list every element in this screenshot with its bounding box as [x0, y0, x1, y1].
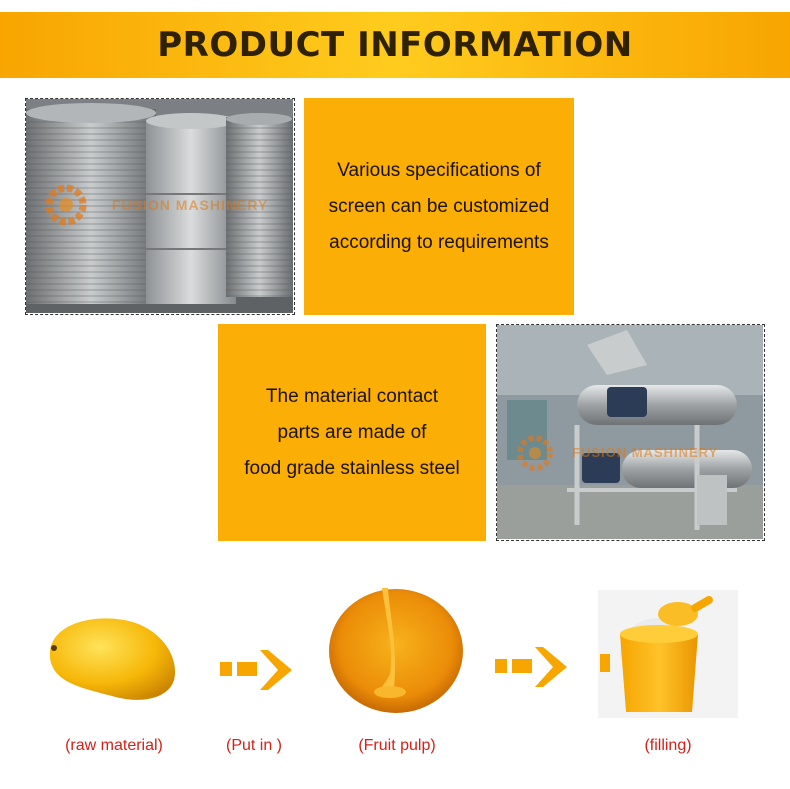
pulping-machine-photo: [496, 324, 765, 541]
feature-box-screens: Various specifications of screen can be …: [304, 98, 574, 315]
feature-text: The material contact parts are made of f…: [244, 379, 459, 487]
right-arrow-icon: [495, 645, 570, 689]
feature-line: according to requirements: [329, 231, 549, 253]
fruit-pulp-image: [328, 588, 464, 714]
feature-text: Various specifications of screen can be …: [329, 153, 550, 261]
mango-image: [42, 612, 182, 704]
feature-box-material: The material contact parts are made of f…: [218, 324, 486, 541]
feature-line: Various specifications of: [337, 159, 541, 181]
right-arrow-icon: [220, 648, 295, 692]
screen-cylinders-photo: [25, 98, 295, 315]
caption-put-in: (Put in ): [225, 737, 282, 754]
caption-raw-material: (raw material): [65, 737, 163, 754]
gear-logo-icon: [38, 180, 94, 230]
feature-line: food grade stainless steel: [244, 457, 460, 479]
caption-filling: (filling): [644, 737, 692, 754]
feature-line: The material contact: [265, 385, 439, 407]
feature-line: parts are made of: [277, 421, 427, 443]
header-banner: [0, 12, 790, 78]
page-title: PRODUCT INFORMATION: [157, 25, 633, 65]
watermark-text: FUSION MASHINERY: [572, 445, 719, 460]
feature-line: screen can be customized: [328, 195, 550, 217]
caption-fruit-pulp: (Fruit pulp): [358, 737, 436, 754]
filling-cup-image: [598, 590, 738, 718]
gear-logo-icon: [510, 430, 560, 476]
watermark-text: FUSION MASHINERY: [112, 197, 269, 213]
